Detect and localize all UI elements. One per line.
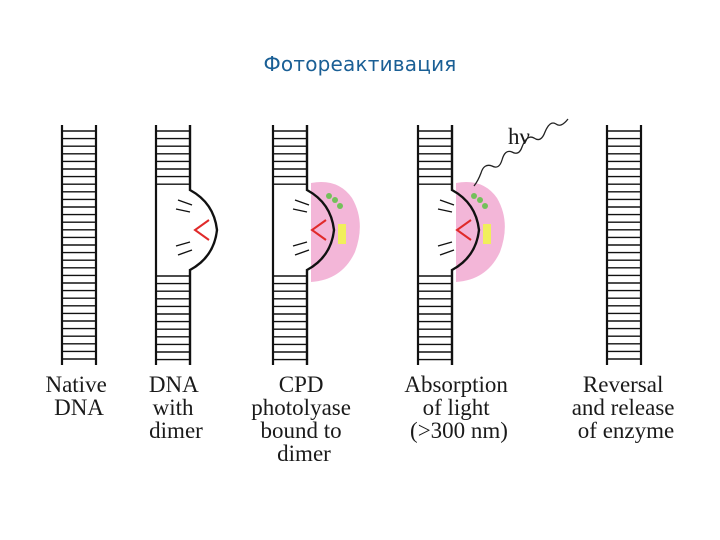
base-pairs-top [418, 130, 452, 185]
strand-right-bulge [450, 125, 481, 365]
caption-absorption: Absorption of light (>300 nm) [404, 372, 513, 443]
photon-wave [473, 118, 569, 187]
chromophore-green [471, 193, 488, 209]
light-label: hν [508, 124, 530, 149]
base-pairs-bottom [418, 275, 452, 361]
base-pairs-top [273, 130, 307, 185]
base-pairs-bottom [156, 275, 190, 361]
thymine-dimer [310, 219, 327, 241]
stage-dna-with-dimer: DNA with dimer [149, 125, 219, 443]
caption-dimer: DNA with dimer [149, 372, 203, 443]
stage-photolyase-bound: CPD photolyase bound to dimer [251, 125, 360, 466]
chromophore-green [326, 193, 343, 209]
stage-native-dna: Native DNA [45, 125, 112, 420]
base-pairs [607, 130, 641, 360]
flipped-bases [175, 199, 193, 256]
flipped-bases [437, 199, 455, 256]
thymine-dimer [193, 219, 210, 241]
fad-cofactor-yellow [338, 224, 346, 244]
slide-title: Фотореактивация [263, 52, 457, 76]
strand-right-bulge [188, 125, 219, 365]
flipped-bases [292, 199, 310, 256]
caption-bound: CPD photolyase bound to dimer [251, 372, 356, 466]
fad-cofactor-yellow [483, 224, 491, 244]
base-pairs-bottom [273, 275, 307, 361]
base-pairs [62, 130, 96, 360]
thymine-dimer [455, 219, 472, 241]
caption-native: Native DNA [45, 372, 112, 420]
base-pairs-top [156, 130, 190, 185]
stage-reversal-release: Reversal and release of enzyme [572, 125, 681, 443]
strand-right-bulge [305, 125, 336, 365]
caption-release: Reversal and release of enzyme [572, 372, 681, 443]
stage-light-absorption: hν Absorption of light (>300 nm) [404, 118, 569, 443]
